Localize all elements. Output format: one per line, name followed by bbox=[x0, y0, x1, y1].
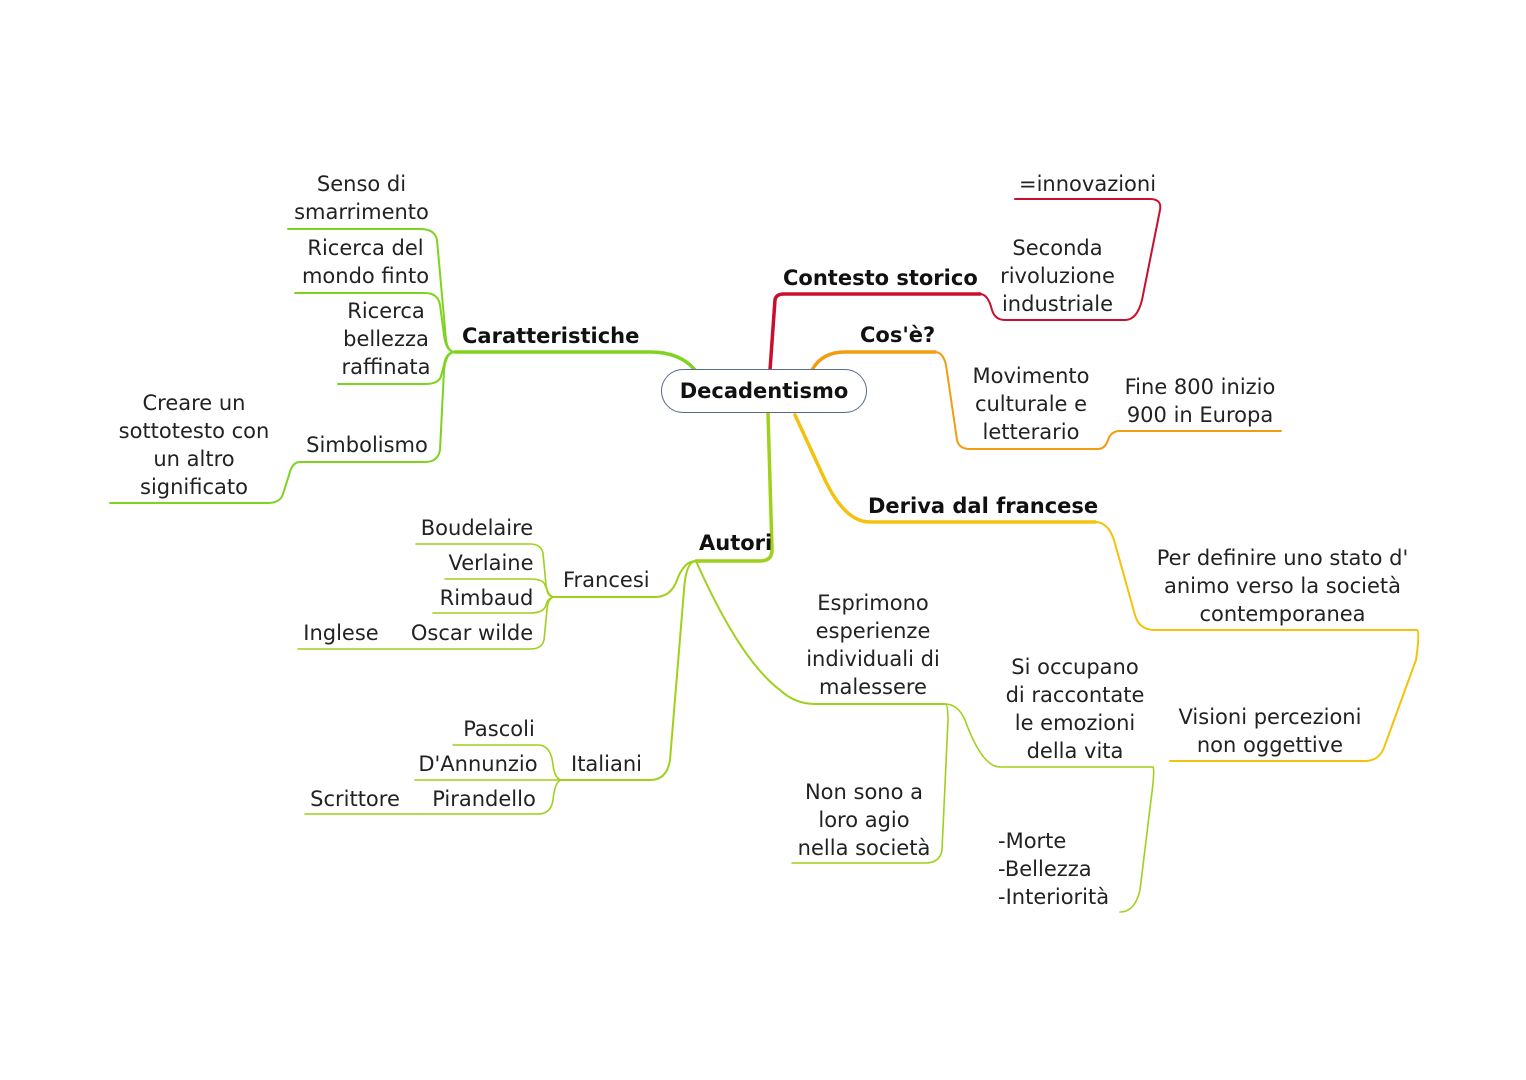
link-definire-visioni bbox=[1169, 629, 1420, 762]
node-temi-morte-bellezza[interactable]: -Morte -Bellezza -Interiorità bbox=[998, 829, 1110, 909]
link-car-ricerca-mondo bbox=[294, 292, 456, 353]
node-visioni[interactable]: Visioni percezioni non oggettive bbox=[1178, 705, 1362, 757]
node-movimento[interactable]: Movimento culturale e letterario bbox=[972, 364, 1090, 444]
link-autori-esprimono bbox=[695, 560, 946, 705]
link-root-autori bbox=[694, 411, 774, 563]
node-non-sono-agio[interactable]: Non sono a loro agio nella società bbox=[797, 780, 931, 860]
link-francesi-oscar bbox=[399, 596, 556, 650]
node-verlaine[interactable]: Verlaine bbox=[448, 551, 534, 575]
node-ricerca-mondo[interactable]: Ricerca del mondo finto bbox=[301, 236, 430, 288]
link-italiani-pascoli bbox=[452, 744, 563, 781]
node-oscar-wilde[interactable]: Oscar wilde bbox=[410, 621, 534, 645]
node-contesto-storico[interactable]: Contesto storico bbox=[783, 266, 978, 290]
node-seconda-rivoluzione[interactable]: Seconda rivoluzione industriale bbox=[1000, 236, 1115, 316]
node-caratteristiche[interactable]: Caratteristiche bbox=[462, 324, 640, 348]
link-autori-italiani bbox=[561, 560, 697, 781]
node-francesi[interactable]: Francesi bbox=[563, 568, 650, 592]
link-autori-francesi bbox=[554, 560, 697, 598]
node-fine-800[interactable]: Fine 800 inizio 900 in Europa bbox=[1124, 375, 1276, 427]
node-scrittore[interactable]: Scrittore bbox=[310, 787, 400, 811]
node-pascoli[interactable]: Pascoli bbox=[463, 717, 535, 741]
node-deriva-francese[interactable]: Deriva dal francese bbox=[868, 494, 1099, 518]
node-creare-sottotesto[interactable]: Creare un sottotesto con un altro signif… bbox=[118, 391, 270, 499]
node-senso-smarrimento[interactable]: Senso di smarrimento bbox=[294, 172, 429, 224]
node-dannunzio[interactable]: D'Annunzio bbox=[418, 752, 538, 776]
node-inglese[interactable]: Inglese bbox=[303, 621, 379, 645]
link-root-caratteristiche bbox=[453, 350, 697, 372]
link-esprimono-non-sono bbox=[791, 703, 949, 864]
link-contesto-seconda bbox=[979, 293, 1126, 321]
link-movimento-fine bbox=[1097, 430, 1282, 450]
node-boudelaire[interactable]: Boudelaire bbox=[420, 516, 534, 540]
node-pirandello[interactable]: Pirandello bbox=[432, 787, 536, 811]
link-deriva-definire bbox=[1094, 521, 1418, 631]
link-francesi-verlaine bbox=[444, 578, 556, 598]
node-simbolismo[interactable]: Simbolismo bbox=[306, 433, 428, 457]
link-seconda-innovazioni bbox=[1014, 198, 1162, 321]
node-per-definire[interactable]: Per definire uno stato d' animo verso la… bbox=[1156, 546, 1409, 626]
node-autori[interactable]: Autori bbox=[699, 531, 773, 555]
link-simbolismo-creare bbox=[109, 461, 301, 504]
link-cose-movimento bbox=[934, 351, 1099, 450]
node-cose[interactable]: Cos'è? bbox=[860, 323, 936, 347]
node-italiani[interactable]: Italiani bbox=[571, 752, 642, 776]
link-si-occupano-temi bbox=[1119, 766, 1155, 913]
link-car-simbolismo bbox=[299, 351, 456, 463]
node-rimbaud[interactable]: Rimbaud bbox=[439, 586, 534, 610]
link-italiani-pirandello bbox=[419, 779, 563, 815]
root-node-decadentismo[interactable]: Decadentismo bbox=[661, 369, 867, 413]
link-root-deriva bbox=[793, 413, 1097, 524]
node-ricerca-bellezza[interactable]: Ricerca bellezza raffinata bbox=[341, 299, 431, 379]
link-root-contesto bbox=[768, 292, 982, 372]
node-esprimono[interactable]: Esprimono esperienze individuali di male… bbox=[806, 591, 940, 699]
node-innovazioni[interactable]: =innovazioni bbox=[1019, 172, 1157, 196]
node-si-occupano[interactable]: Si occupano di raccontate le emozioni de… bbox=[1005, 655, 1145, 763]
link-root-cose bbox=[810, 350, 937, 372]
link-esprimono-si-occupano bbox=[944, 703, 1154, 768]
